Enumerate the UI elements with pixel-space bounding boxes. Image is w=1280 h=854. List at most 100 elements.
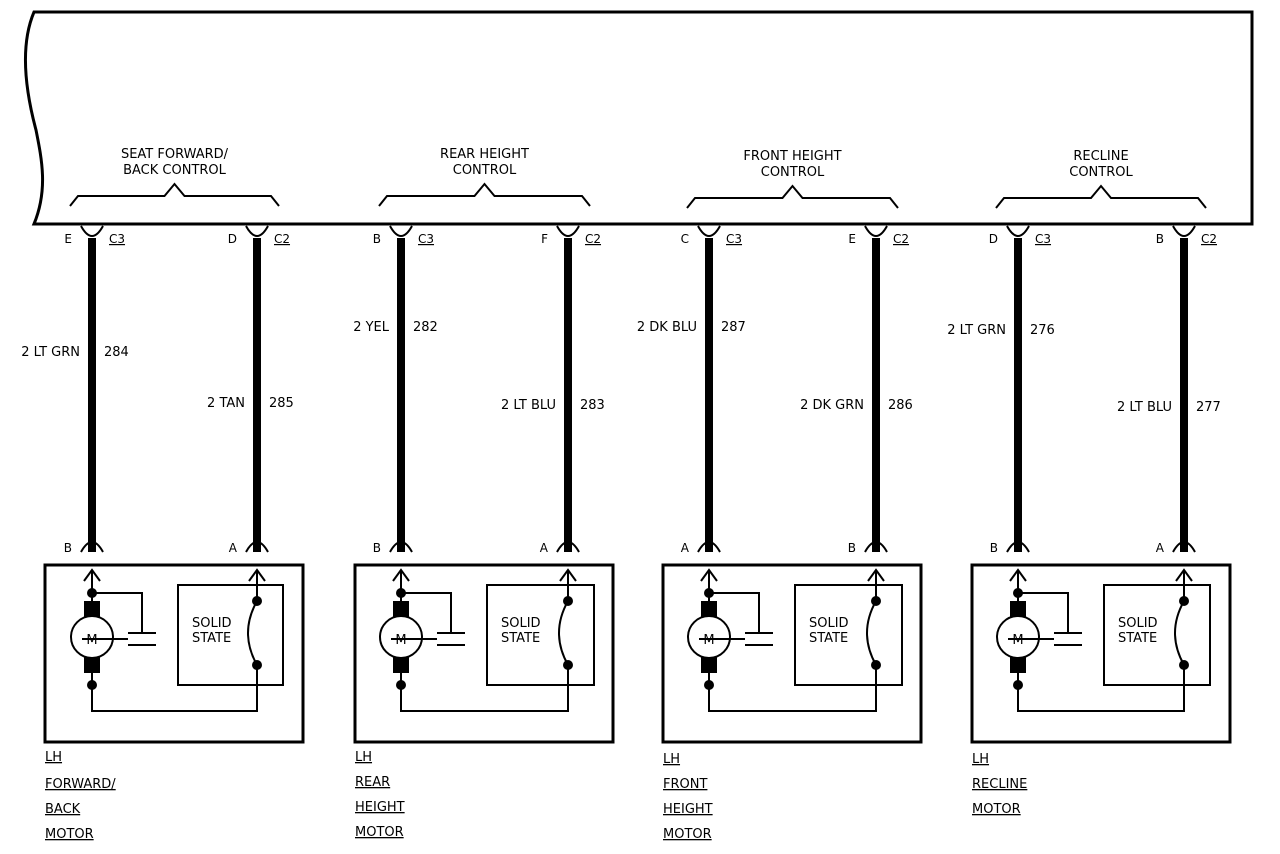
connector-pin-label: B (373, 232, 381, 246)
connector-id-label: C3 (109, 232, 125, 246)
motor-brush (84, 601, 100, 617)
motor-label: REAR (355, 775, 390, 790)
motor-label: RECLINE (972, 777, 1027, 792)
wire-color-label: 2 DK BLU (637, 320, 697, 335)
solid-state-label: STATE (809, 631, 848, 646)
connector-terminal (80, 225, 104, 237)
motor-pin-label: B (990, 541, 998, 555)
control-title: CONTROL (453, 163, 517, 178)
motor-brush (84, 657, 100, 673)
wire-color-label: 2 DK GRN (800, 398, 864, 413)
solid-state-label: SOLID (809, 616, 849, 631)
motor-label: HEIGHT (355, 800, 405, 815)
wire-color-label: 2 TAN (207, 396, 245, 411)
motor-label: LH (45, 750, 62, 765)
connector-id-label: C2 (1201, 232, 1217, 246)
solid-state-label: STATE (1118, 631, 1157, 646)
solid-state-box (1103, 584, 1211, 686)
motor-pin-label: A (540, 541, 549, 555)
motor-brush (1010, 601, 1026, 617)
connector-pin-label: B (1156, 232, 1164, 246)
connector-id-label: C3 (726, 232, 742, 246)
solid-state-label: SOLID (1118, 616, 1158, 631)
switch-arm-icon (866, 600, 877, 666)
motor-assembly-box (661, 563, 923, 744)
capacitor-wire (92, 592, 143, 633)
motor-symbol: M (703, 633, 714, 648)
motor-connector-terminal (556, 541, 580, 553)
motor-connector-terminal (1006, 541, 1030, 553)
connector-terminal (389, 225, 413, 237)
motor-label: MOTOR (972, 802, 1021, 817)
motor-icon (70, 615, 114, 659)
motor-brush (393, 601, 409, 617)
motor-connector-terminal (1172, 541, 1196, 553)
connector-pin-label: C (681, 232, 689, 246)
circuit-number-label: 286 (888, 398, 913, 413)
motor-symbol: M (1012, 633, 1023, 648)
circuit-number-label: 277 (1196, 400, 1221, 415)
control-brace (378, 182, 591, 207)
control-brace (995, 184, 1207, 209)
motor-label: LH (972, 752, 989, 767)
motor-label: FORWARD/ (45, 777, 116, 792)
connector-id-label: C2 (585, 232, 601, 246)
connector-id-label: C3 (1035, 232, 1051, 246)
wire-color-label: 2 LT GRN (21, 345, 80, 360)
motor-icon (379, 615, 423, 659)
capacitor-wire (1018, 592, 1069, 633)
motor-assembly-box (353, 563, 615, 744)
motor-label: BACK (45, 802, 81, 817)
connector-terminal (556, 225, 580, 237)
motor-brush (1010, 657, 1026, 673)
motor-pin-label: A (1156, 541, 1165, 555)
control-title: FRONT HEIGHT (743, 149, 841, 164)
motor-assembly-box (43, 563, 305, 744)
motor-pin-label: B (848, 541, 856, 555)
internal-wire (400, 665, 569, 712)
circuit-number-label: 285 (269, 396, 294, 411)
control-brace (69, 182, 280, 207)
connector-id-label: C2 (274, 232, 290, 246)
internal-wire (708, 665, 877, 712)
wire-color-label: 2 LT BLU (1117, 400, 1172, 415)
control-title: BACK CONTROL (123, 163, 227, 178)
wire-color-label: 2 LT GRN (947, 323, 1006, 338)
solid-state-label: STATE (501, 631, 540, 646)
connector-terminal (1172, 225, 1196, 237)
connector-terminal (697, 225, 721, 237)
motor-symbol: M (395, 633, 406, 648)
solid-state-box (486, 584, 595, 686)
solid-state-box (794, 584, 903, 686)
connector-terminal (245, 225, 269, 237)
control-title: CONTROL (761, 165, 825, 180)
motor-brush (701, 601, 717, 617)
connector-id-label: C3 (418, 232, 434, 246)
wire-color-label: 2 LT BLU (501, 398, 556, 413)
solid-state-box (177, 584, 284, 686)
circuit-number-label: 276 (1030, 323, 1055, 338)
motor-assembly-box (970, 563, 1232, 744)
motor-label: MOTOR (45, 827, 94, 842)
connector-pin-label: D (989, 232, 998, 246)
control-title: REAR HEIGHT (440, 147, 529, 162)
seat-module-outline (24, 10, 1254, 226)
connector-pin-label: F (541, 232, 548, 246)
connector-pin-label: D (228, 232, 237, 246)
capacitor-wire (709, 592, 760, 633)
control-brace (686, 184, 899, 209)
circuit-number-label: 282 (413, 320, 438, 335)
motor-connector-terminal (245, 541, 269, 553)
connector-pin-label: E (64, 232, 72, 246)
control-title: SEAT FORWARD/ (121, 147, 229, 162)
connector-pin-label: E (848, 232, 856, 246)
control-title: RECLINE (1073, 149, 1128, 164)
motor-connector-terminal (389, 541, 413, 553)
wire-color-label: 2 YEL (353, 320, 390, 335)
control-title: CONTROL (1069, 165, 1133, 180)
circuit-number-label: 284 (104, 345, 129, 360)
control-section: SEAT FORWARD/BACK CONTROL E C3 2 LT GRN 284B… (21, 147, 305, 842)
